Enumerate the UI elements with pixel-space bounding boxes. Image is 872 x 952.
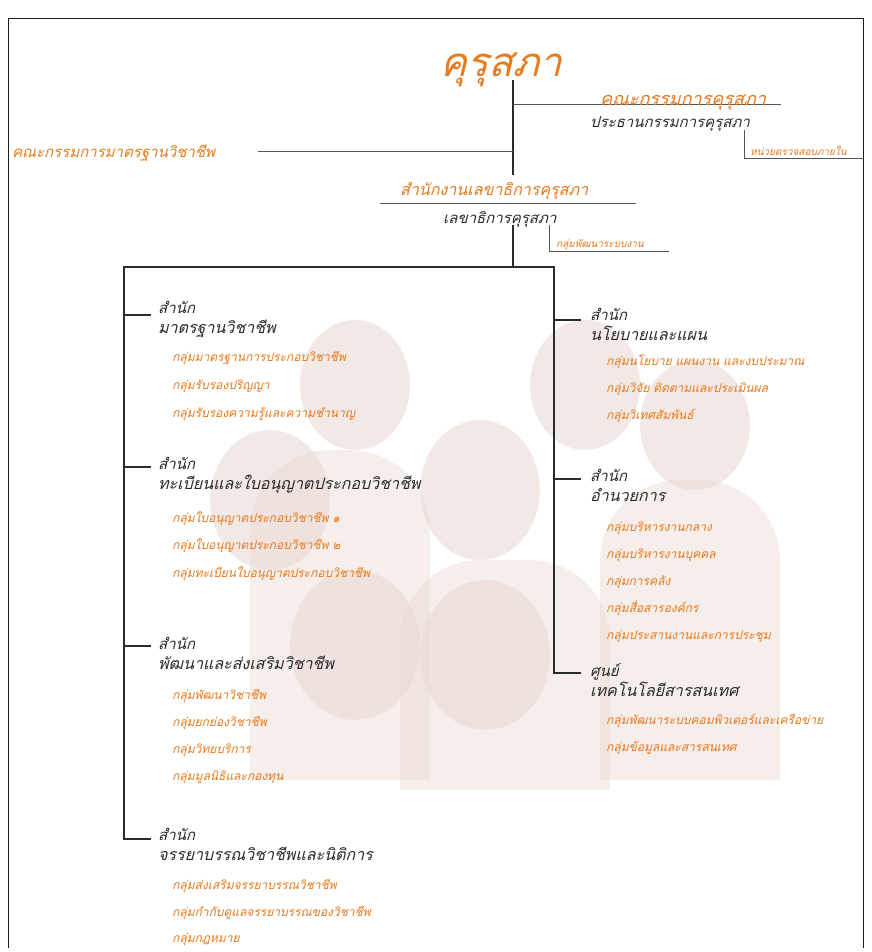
left-spine <box>123 266 125 840</box>
group-item: กลุ่มทะเบียนใบอนุญาตประกอบวิชาชีพ <box>172 566 370 580</box>
board-chair: ประธานกรรมการคุรุสภา <box>590 113 750 131</box>
bureau-prefix: สำนัก <box>158 299 195 317</box>
group-item: กลุ่มใบอนุญาตประกอบวิชาชีพ ๒ <box>172 538 341 552</box>
group-item: กลุ่มบริหารงานกลาง <box>606 520 712 534</box>
bureau-name: เทคโนโลยีสารสนเทศ <box>590 681 739 700</box>
group-item: กลุ่มยกย่องวิชาชีพ <box>172 715 267 729</box>
group-item: กลุ่มประสานงานและการประชุม <box>606 628 771 642</box>
bureau-prefix: สำนัก <box>158 826 195 844</box>
group-item: กลุ่มรับรองปริญญา <box>172 378 270 392</box>
group-item: กลุ่มวิทยบริการ <box>172 742 251 756</box>
bureau-name: มาตรฐานวิชาชีพ <box>158 318 276 337</box>
bureau-prefix: สำนัก <box>590 467 627 485</box>
group-item: กลุ่มนโยบาย แผนงาน และงบประมาณ <box>606 354 805 368</box>
bureau-name: จรรยาบรรณวิชาชีพและนิติการ <box>158 845 373 864</box>
group-item: กลุ่มการคลัง <box>606 574 671 588</box>
left-tick-3 <box>123 645 151 647</box>
group-item: กลุ่มพัฒนาวิชาชีพ <box>172 688 266 702</box>
group-item: กลุ่มสื่อสารองค์กร <box>606 601 699 615</box>
group-item: กลุ่มกฎหมาย <box>172 931 240 945</box>
right-spine <box>553 266 555 674</box>
bureau-name: ทะเบียนและใบอนุญาตประกอบวิชาชีพ <box>158 474 421 493</box>
group-item: กลุ่มใบอนุญาตประกอบวิชาชีพ ๑ <box>172 511 340 525</box>
org-title: คุรุสภา <box>440 40 562 86</box>
group-item: กลุ่มกำกับดูแลจรรยาบรรณของวิชาชีพ <box>172 905 371 919</box>
right-tick-2 <box>553 478 581 480</box>
group-item: กลุ่มบริหารงานบุคคล <box>606 547 716 561</box>
audit-bracket-h <box>744 158 864 159</box>
group-item: กลุ่มพัฒนาระบบคอมพิวเตอร์และเครือข่าย <box>606 713 823 727</box>
group-item: กลุ่มมาตรฐานการประกอบวิชาชีพ <box>172 350 346 364</box>
bureau-name: นโยบายและแผน <box>590 325 707 344</box>
devgroup-bracket-h <box>549 251 669 252</box>
trunk-line-mid <box>512 225 514 267</box>
bureau-name: พัฒนาและส่งเสริมวิชาชีพ <box>158 654 334 673</box>
admin-dev-group: กลุ่มพัฒนาระบบงาน <box>556 239 644 250</box>
group-item: กลุ่มวิจัย ติดตามและประเมินผล <box>606 381 768 395</box>
board-underline <box>513 104 781 105</box>
right-tick-1 <box>553 319 581 321</box>
bureau-prefix: สำนัก <box>158 455 195 473</box>
left-tick-2 <box>123 466 151 468</box>
bureau-prefix: ศูนย์ <box>590 662 619 680</box>
audit-bracket-v <box>744 130 745 158</box>
devgroup-bracket-v <box>549 225 550 251</box>
group-item: กลุ่มรับรองความรู้และความชำนาญ <box>172 406 355 420</box>
standards-committee: คณะกรรมการมาตรฐานวิชาชีพ <box>12 143 215 161</box>
board-title: คณะกรรมการคุรุสภา <box>600 89 766 110</box>
audit-unit: หน่วยตรวจสอบภายใน <box>750 147 847 158</box>
trunk-line-top <box>512 80 514 175</box>
secretary-general: เลขาธิการคุรุสภา <box>443 209 557 227</box>
group-item: กลุ่มข้อมูลและสารสนเทศ <box>606 740 737 754</box>
group-item: กลุ่มวิเทศสัมพันธ์ <box>606 408 694 422</box>
bureau-prefix: สำนัก <box>590 306 627 324</box>
left-tick-1 <box>123 314 151 316</box>
standards-connector <box>258 151 513 152</box>
right-tick-3 <box>553 672 581 674</box>
group-item: กลุ่มมูลนิธิและกองทุน <box>172 769 284 783</box>
diagram-frame <box>8 18 864 948</box>
bureau-name: อำนวยการ <box>590 486 666 505</box>
secretariat-office: สำนักงานเลขาธิการคุรุสภา <box>400 180 588 199</box>
branch-bar <box>123 266 555 268</box>
bureau-prefix: สำนัก <box>158 635 195 653</box>
secretariat-underline <box>380 203 636 204</box>
group-item: กลุ่มส่งเสริมจรรยาบรรณวิชาชีพ <box>172 878 337 892</box>
left-tick-4 <box>123 838 151 840</box>
